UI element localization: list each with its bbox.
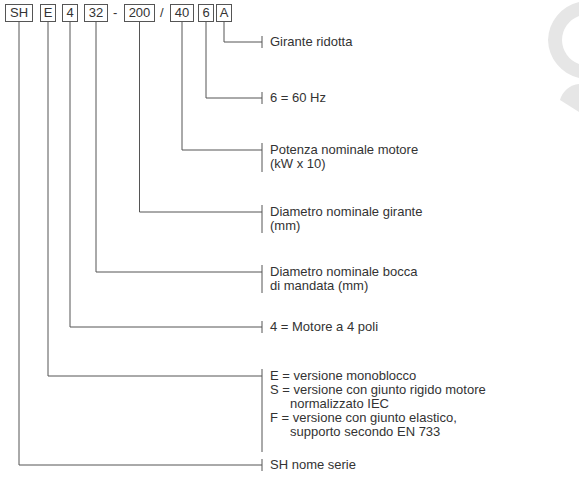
leader-line [206, 22, 262, 98]
leader-line [224, 22, 262, 42]
option-description: S = versione con giunto rigido motore no… [270, 383, 522, 411]
code-box: E [40, 4, 56, 22]
code-segment: 200 [129, 6, 151, 20]
option-description: E = versione monoblocco [270, 369, 522, 383]
label-bar [262, 459, 263, 471]
code-box: 200 [124, 4, 155, 22]
code-box: 32 [84, 4, 108, 22]
field-description: Diametro nominale bocca di mandata (mm) [270, 265, 425, 293]
leader-line [70, 22, 262, 327]
field-description: 6 = 60 Hz [270, 91, 470, 105]
label-bar [262, 36, 263, 48]
leader-line [96, 22, 262, 272]
field-description: Girante ridotta [270, 35, 470, 49]
separator-slash: / [160, 6, 164, 20]
code-box: 40 [170, 4, 194, 22]
code-box: SH [5, 4, 33, 22]
leader-line [48, 22, 262, 376]
field-description: Diametro nominale girante (mm) [270, 205, 442, 233]
code-box: 6 [198, 4, 214, 22]
field-description: Potenza nominale motore (kW x 10) [270, 143, 435, 171]
leader-line [182, 22, 262, 150]
label-bar [262, 143, 263, 172]
code-segment: 32 [89, 6, 103, 20]
leader-line [19, 22, 262, 465]
label-bar [262, 92, 263, 104]
label-bar [262, 205, 263, 233]
leader-line [140, 22, 263, 212]
label-bar [262, 265, 263, 293]
code-segment: 6 [202, 6, 209, 20]
field-description: SH nome serie [270, 458, 490, 472]
label-bar [262, 369, 263, 452]
code-segment: A [220, 6, 229, 20]
option-description: F = versione con giunto elastico, suppor… [270, 411, 460, 439]
code-box: 4 [62, 4, 78, 22]
field-description: 4 = Motore a 4 poli [270, 320, 490, 334]
separator-dash: - [113, 6, 117, 20]
code-segment: SH [10, 6, 28, 20]
code-segment: E [44, 6, 53, 20]
watermark-arc [560, 84, 579, 112]
label-bar [262, 321, 263, 333]
watermark-arc [548, 2, 579, 78]
code-segment: 40 [175, 6, 189, 20]
code-box: A [216, 4, 232, 22]
code-segment: 4 [66, 6, 73, 20]
